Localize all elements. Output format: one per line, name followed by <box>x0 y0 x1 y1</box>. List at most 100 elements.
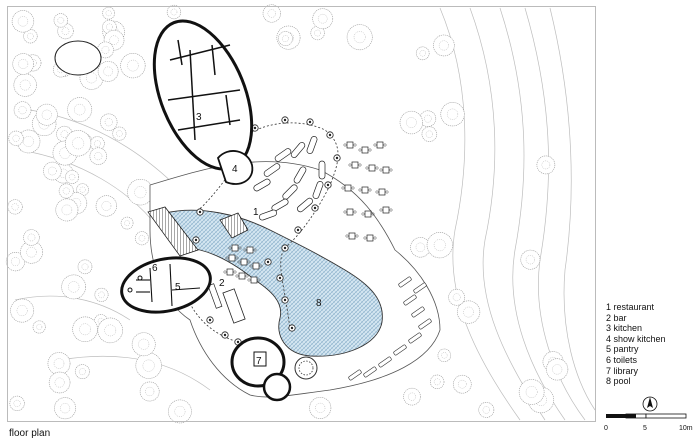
library-building <box>230 336 318 402</box>
tree-icon <box>120 216 134 230</box>
scale-tick-10: 10m <box>679 425 693 432</box>
tree-icon <box>8 130 24 146</box>
table-with-chairs <box>343 141 357 149</box>
tree-icon <box>403 387 421 406</box>
table-with-chairs <box>373 141 387 149</box>
tree-icon <box>166 4 182 20</box>
tree-icon <box>278 31 293 46</box>
column <box>264 258 272 266</box>
tree-icon <box>97 61 119 82</box>
legend-item: 3 kitchen <box>606 323 643 334</box>
column <box>281 116 289 124</box>
banquette-seat <box>253 178 271 192</box>
north-arrow-icon <box>642 396 658 412</box>
column <box>333 154 341 162</box>
legend-item: 4 show kitchen <box>606 333 666 344</box>
room-label-3: 3 <box>196 112 202 123</box>
tree-icon <box>10 298 35 323</box>
tree-icon <box>112 126 127 141</box>
tree-icon <box>32 320 46 334</box>
legend: 1 restaurant 2 bar 3 kitchen 4 show kitc… <box>606 302 666 387</box>
tree-icon <box>77 259 93 275</box>
tree-icon <box>5 252 26 272</box>
room-label-6: 6 <box>152 263 158 274</box>
legend-item: 2 bar <box>606 312 627 323</box>
tree-icon <box>518 379 545 405</box>
table-with-chairs <box>365 164 379 172</box>
column <box>221 331 229 339</box>
scale-bar <box>606 396 687 419</box>
table-with-chairs <box>343 208 357 216</box>
legend-item: 7 library <box>606 365 639 376</box>
sun-lounger <box>363 366 377 378</box>
table-with-chairs <box>249 262 263 270</box>
sun-lounger <box>398 276 412 288</box>
column <box>306 118 314 126</box>
show-kitchen-building <box>216 150 254 185</box>
tree-icon <box>168 399 192 424</box>
column <box>196 208 204 216</box>
tree-icon <box>65 170 79 184</box>
banquette-seat <box>259 209 277 221</box>
tree-icon <box>452 374 472 394</box>
room-label-7: 7 <box>256 356 262 367</box>
room-label-1: 1 <box>253 207 259 218</box>
plan-caption: floor plan <box>9 428 51 439</box>
bar-counter <box>222 288 246 324</box>
tree-icon <box>102 6 115 20</box>
outdoor-oval <box>54 40 102 76</box>
sun-lounger <box>403 294 417 306</box>
drawing-frame <box>7 6 596 422</box>
tree-icon <box>139 381 160 402</box>
column <box>276 274 284 282</box>
table-with-chairs <box>223 268 237 276</box>
sun-lounger <box>411 306 425 318</box>
tree-icon <box>53 13 68 28</box>
tree-icon <box>426 232 453 259</box>
table-with-chairs <box>361 210 375 218</box>
banquette-seat <box>306 136 318 154</box>
tree-icon <box>72 316 98 343</box>
banquette-seat <box>293 166 307 184</box>
table-with-chairs <box>225 254 239 262</box>
table-with-chairs <box>358 186 372 194</box>
tree-icon <box>262 4 281 23</box>
banquette-seat <box>263 163 281 177</box>
tree-icon <box>440 102 465 127</box>
tree-icon <box>9 395 25 411</box>
terrace-dashed-boundary-lower <box>184 291 239 343</box>
table-with-chairs <box>247 276 261 284</box>
tree-icon <box>127 178 154 206</box>
toilets-pantry-building <box>120 256 212 314</box>
tree-icon <box>546 358 569 381</box>
legend-item: 5 pantry <box>606 344 639 355</box>
tree-icon <box>89 147 107 165</box>
tree-icon <box>415 46 430 61</box>
tree-icon <box>457 300 481 324</box>
tree-icon <box>399 110 424 135</box>
tree-icon <box>134 231 149 246</box>
tree-icon <box>47 352 71 375</box>
table-with-chairs <box>341 184 355 192</box>
tree-icon <box>23 229 40 246</box>
tree-icon <box>35 103 58 126</box>
tree-icon <box>95 195 117 217</box>
column <box>281 296 289 304</box>
tree-icon <box>12 53 34 75</box>
table-with-chairs <box>379 166 393 174</box>
tree-icon <box>478 402 495 418</box>
table-with-chairs <box>358 146 372 154</box>
sun-lounger <box>413 282 427 294</box>
legend-item: 1 restaurant <box>606 302 655 312</box>
table-with-chairs <box>237 258 251 266</box>
tree-icon <box>536 155 556 175</box>
room-label-2: 2 <box>219 278 225 289</box>
sun-lounger <box>408 332 422 344</box>
pool <box>164 209 383 357</box>
banquette-seat <box>312 181 324 199</box>
tree-icon <box>61 274 87 300</box>
table-with-chairs <box>243 246 257 254</box>
table-with-chairs <box>375 188 389 196</box>
column <box>251 124 259 132</box>
table-with-chairs <box>235 272 249 280</box>
